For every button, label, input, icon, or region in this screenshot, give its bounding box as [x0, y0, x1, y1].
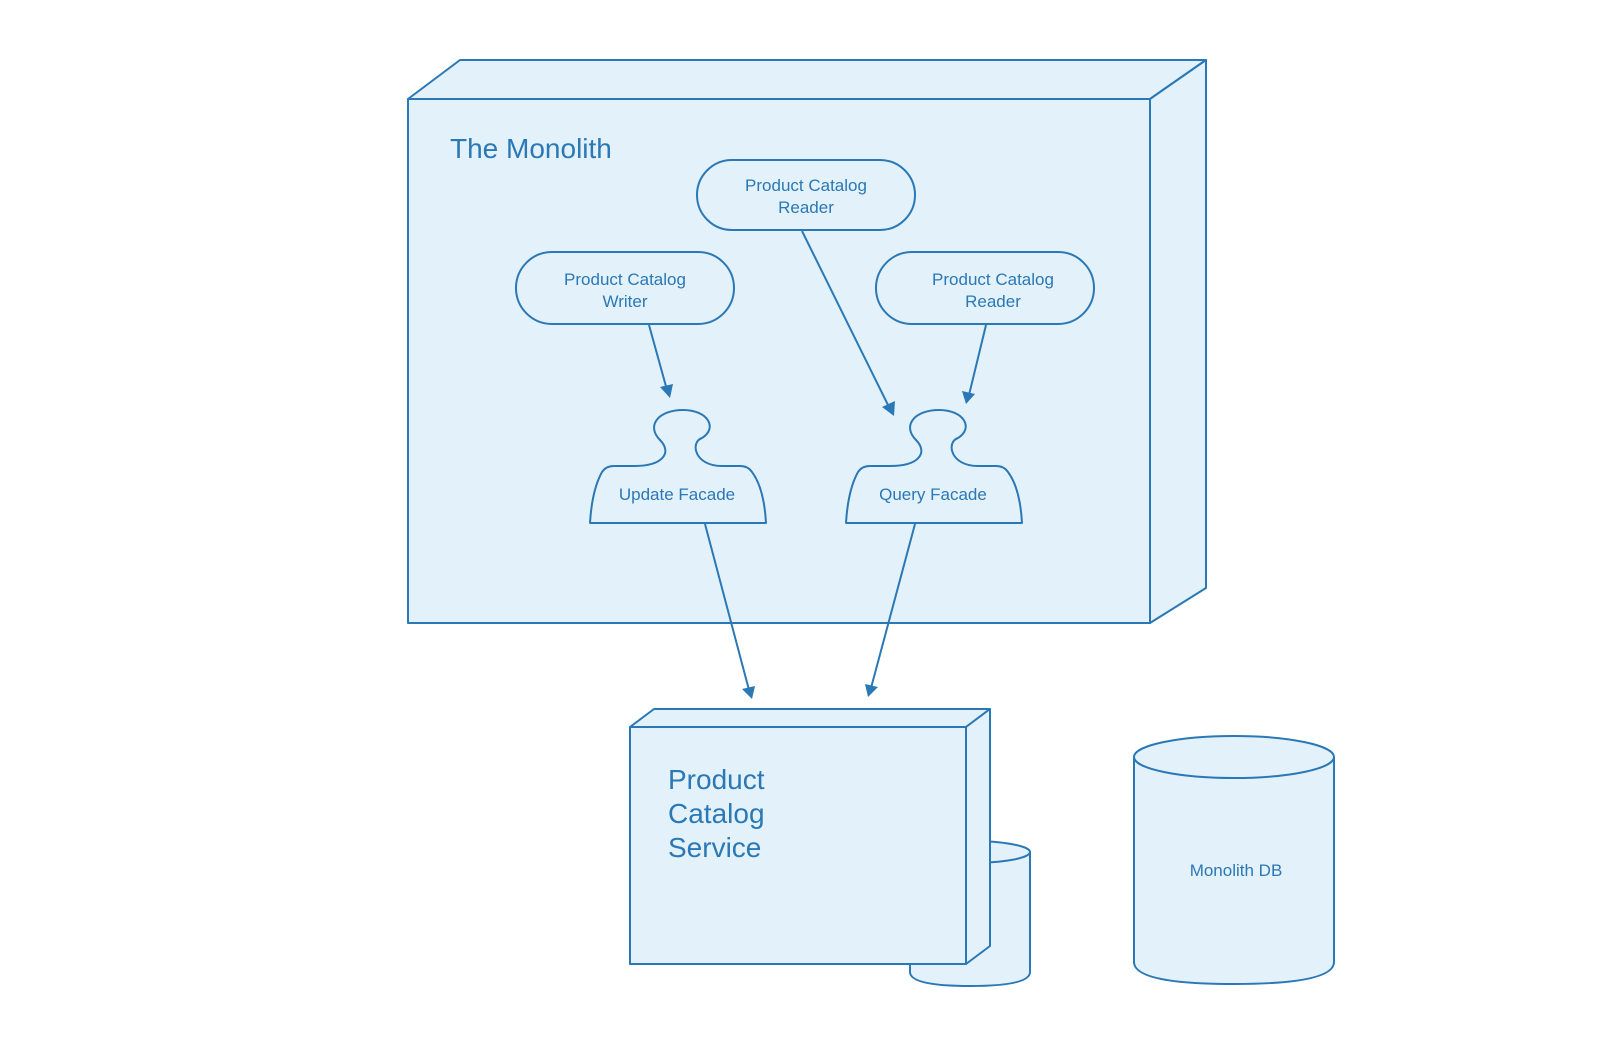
monolith-label: The Monolith — [450, 133, 612, 164]
service-label-line1: Product — [668, 764, 765, 795]
monolith-node[interactable]: The Monolith — [407, 59, 1207, 624]
monolith-side-face — [1149, 59, 1207, 624]
monolith-top-face — [407, 59, 1207, 100]
reader-right-label-line2: Reader — [965, 292, 1021, 311]
update-facade-label: Update Facade — [619, 485, 735, 504]
service-side-face — [965, 708, 991, 965]
edge-writer-to-update-facade — [648, 324, 673, 398]
arrowhead-icon — [962, 391, 975, 404]
service-label-line2: Catalog — [668, 798, 765, 829]
service-label-line3: Service — [668, 832, 761, 863]
arrowhead-icon — [865, 684, 878, 697]
edge-reader-top-to-query-facade — [801, 230, 895, 416]
service-node[interactable]: Product Catalog Service — [629, 708, 991, 965]
service-front-face — [629, 726, 967, 965]
writer-label-line2: Writer — [602, 292, 647, 311]
reader-right-label-line1: Product Catalog — [932, 270, 1054, 289]
reader-top-label-line1: Product Catalog — [745, 176, 867, 195]
query-facade-shape — [845, 409, 1023, 524]
update-facade-node[interactable]: Update Facade — [589, 409, 767, 524]
reader-right-node[interactable]: Product Catalog Reader — [875, 251, 1095, 325]
monolith-db-top — [1133, 735, 1335, 779]
query-facade-label: Query Facade — [879, 485, 987, 504]
writer-shape — [515, 251, 735, 325]
monolith-db-label: Monolith DB — [1190, 861, 1283, 880]
monolith-db-node[interactable]: Monolith DB — [1133, 735, 1335, 985]
edge-reader-right-to-query-facade — [962, 324, 987, 404]
writer-node[interactable]: Product Catalog Writer — [515, 251, 735, 325]
query-facade-node[interactable]: Query Facade — [845, 409, 1023, 524]
reader-top-shape — [696, 159, 916, 231]
monolith-db-body — [1133, 756, 1335, 985]
edge-query-facade-to-service — [865, 523, 916, 697]
arrowhead-icon — [742, 686, 755, 699]
reader-top-node[interactable]: Product Catalog Reader — [696, 159, 916, 231]
edge-update-facade-to-service — [704, 523, 755, 699]
update-facade-shape — [589, 409, 767, 524]
arrowhead-icon — [660, 384, 673, 398]
service-top-face — [629, 708, 991, 728]
writer-label-line1: Product Catalog — [564, 270, 686, 289]
arrowhead-icon — [882, 401, 895, 416]
reader-top-label-line2: Reader — [778, 198, 834, 217]
reader-right-shape — [875, 251, 1095, 325]
